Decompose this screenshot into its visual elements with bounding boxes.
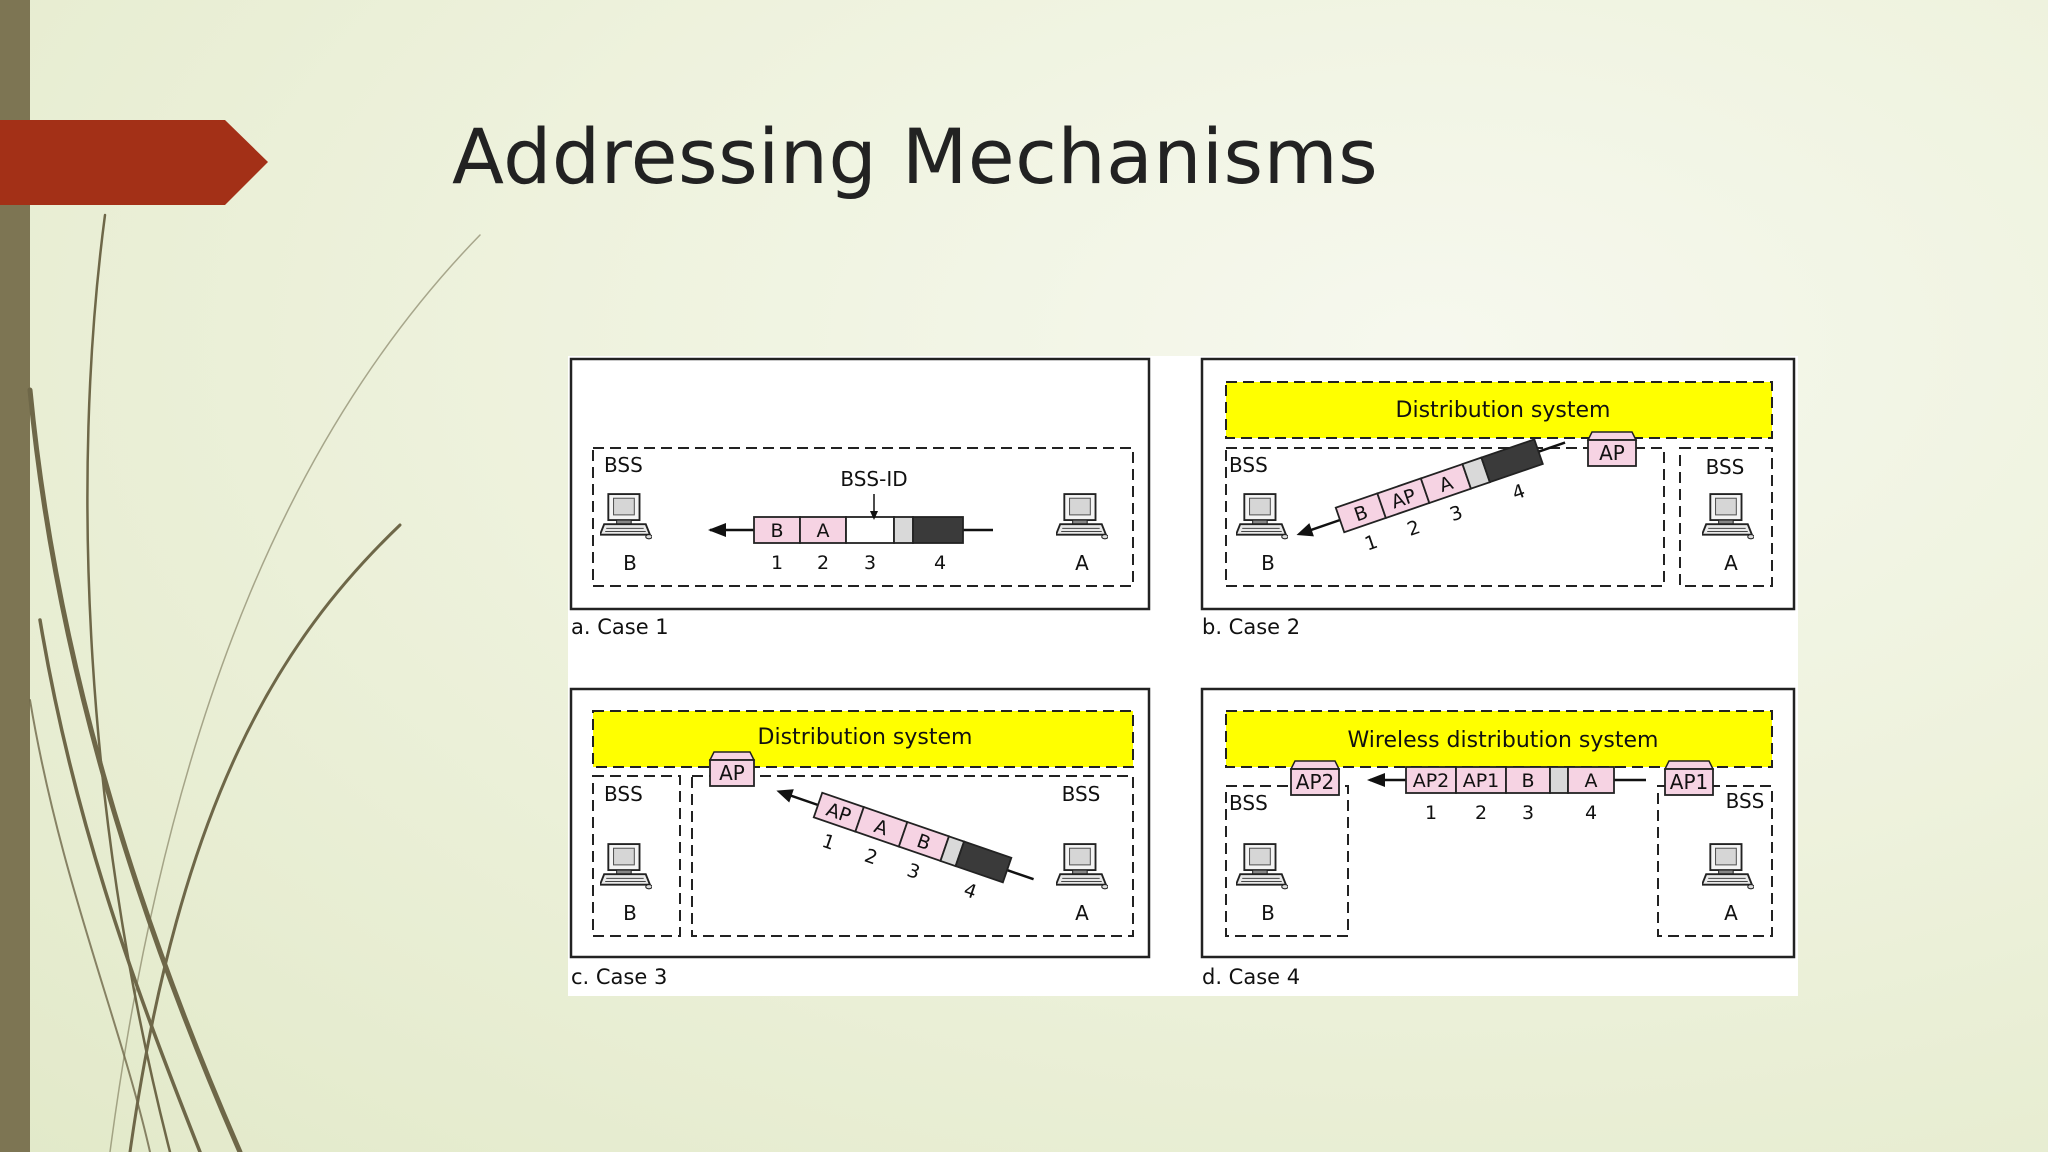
- addressing-figure: BSS B A B A 1 2 3 4 BSS-ID a. Case 1: [568, 356, 1798, 996]
- frame-field-label: B: [770, 520, 783, 542]
- field-number: 4: [934, 552, 946, 574]
- panel-border: [569, 687, 1151, 959]
- frame: B AP A 1 2 3 4: [1296, 438, 1566, 555]
- bss-label: BSS: [1726, 789, 1765, 813]
- ap-left-label: AP2: [1296, 770, 1334, 794]
- panel-caption: d. Case 4: [1202, 965, 1300, 989]
- slide-title: Addressing Mechanisms: [452, 112, 1379, 201]
- panel-case-4: Wireless distribution system BSS BSS AP2…: [1200, 687, 1796, 989]
- field-number: 3: [864, 552, 876, 574]
- bss-label: BSS: [604, 453, 643, 477]
- field-number: 3: [1522, 802, 1534, 824]
- frame-trailer: [1480, 438, 1544, 484]
- ap-label: AP: [719, 761, 745, 785]
- panel-case-2: Distribution system BSS BSS AP B A B AP …: [1200, 357, 1796, 639]
- frame-field-label: A: [817, 520, 830, 542]
- bss-label: BSS: [1706, 455, 1745, 479]
- station-b-label: B: [623, 901, 637, 925]
- bss-label: BSS: [1229, 453, 1268, 477]
- arrow-down-icon: [870, 511, 878, 520]
- access-point-icon: AP: [1586, 431, 1638, 467]
- frame: AP2 AP1 B A 1 2 3 4: [1367, 766, 1646, 824]
- arrow-left-icon: [708, 523, 726, 537]
- panel-caption: c. Case 3: [571, 965, 667, 989]
- bss-label: BSS: [1062, 782, 1101, 806]
- field-number: 4: [1585, 802, 1597, 824]
- panel-border: [1200, 687, 1796, 959]
- field-number: 1: [771, 552, 783, 574]
- distribution-system-label: Wireless distribution system: [1348, 728, 1659, 753]
- frame-field-4: [1567, 766, 1615, 794]
- frame-field-label: AP1: [1463, 770, 1500, 792]
- distribution-system: [592, 710, 1134, 768]
- access-point-icon: AP2: [1289, 760, 1341, 796]
- access-point-icon: AP1: [1663, 760, 1715, 796]
- title-accent-arrow: [0, 120, 268, 205]
- bss-boundary-left: [592, 775, 681, 937]
- arrow-left-icon: [1367, 773, 1385, 787]
- panel-caption: a. Case 1: [571, 615, 669, 639]
- bss-boundary-right: [1657, 785, 1773, 937]
- bss-label: BSS: [1229, 791, 1268, 815]
- station-b-label: B: [1261, 551, 1275, 575]
- panel-caption: b. Case 2: [1202, 615, 1300, 639]
- station-a-label: A: [1724, 551, 1738, 575]
- ap-label: AP: [1599, 441, 1625, 465]
- field-number: 2: [817, 552, 829, 574]
- ap-right-label: AP1: [1670, 770, 1708, 794]
- distribution-system: [1225, 381, 1773, 439]
- station-b-label: B: [1261, 901, 1275, 925]
- panel-border: [1200, 357, 1796, 611]
- frame-field-3: [1505, 766, 1551, 794]
- field-number: 2: [1475, 802, 1487, 824]
- field-number: 1: [1425, 802, 1437, 824]
- panel-case-3: Distribution system BSS BSS AP B A AP A …: [569, 687, 1151, 989]
- panel-case-1: BSS B A B A 1 2 3 4 BSS-ID a. Case 1: [569, 357, 1151, 639]
- frame-field-3: [845, 516, 895, 544]
- station-b-label: B: [623, 551, 637, 575]
- frame-trailer: [954, 840, 1013, 884]
- arrow-left-icon: [776, 789, 794, 803]
- bssid-label: BSS-ID: [840, 467, 907, 491]
- frame-field-label: B: [1521, 770, 1534, 792]
- frame: AP A B 1 2 3 4: [776, 789, 1034, 904]
- decorative-grass: [27, 213, 481, 1152]
- panel-border: [569, 357, 1151, 611]
- arrow-left-icon: [1296, 523, 1314, 537]
- frame: B A 1 2 3 4 BSS-ID: [708, 467, 993, 574]
- station-a-label: A: [1724, 901, 1738, 925]
- frame-field-gap: [1549, 766, 1569, 794]
- distribution-system-label: Distribution system: [1396, 398, 1611, 423]
- bss-boundary-left: [1225, 785, 1349, 937]
- frame-trailer: [912, 516, 964, 544]
- frame-field-label: A: [1585, 770, 1598, 792]
- frame-field-label: AP2: [1413, 770, 1450, 792]
- bss-boundary-right: [691, 775, 1134, 937]
- bss-label: BSS: [604, 782, 643, 806]
- bss-boundary-right: [1679, 447, 1773, 587]
- station-a-label: A: [1075, 551, 1089, 575]
- distribution-system-label: Distribution system: [758, 725, 973, 750]
- distribution-system: [1225, 710, 1773, 768]
- access-point-icon: AP: [708, 751, 756, 787]
- station-a-label: A: [1075, 901, 1089, 925]
- frame-field-4: [893, 516, 914, 544]
- frame-field-2: [1455, 766, 1507, 794]
